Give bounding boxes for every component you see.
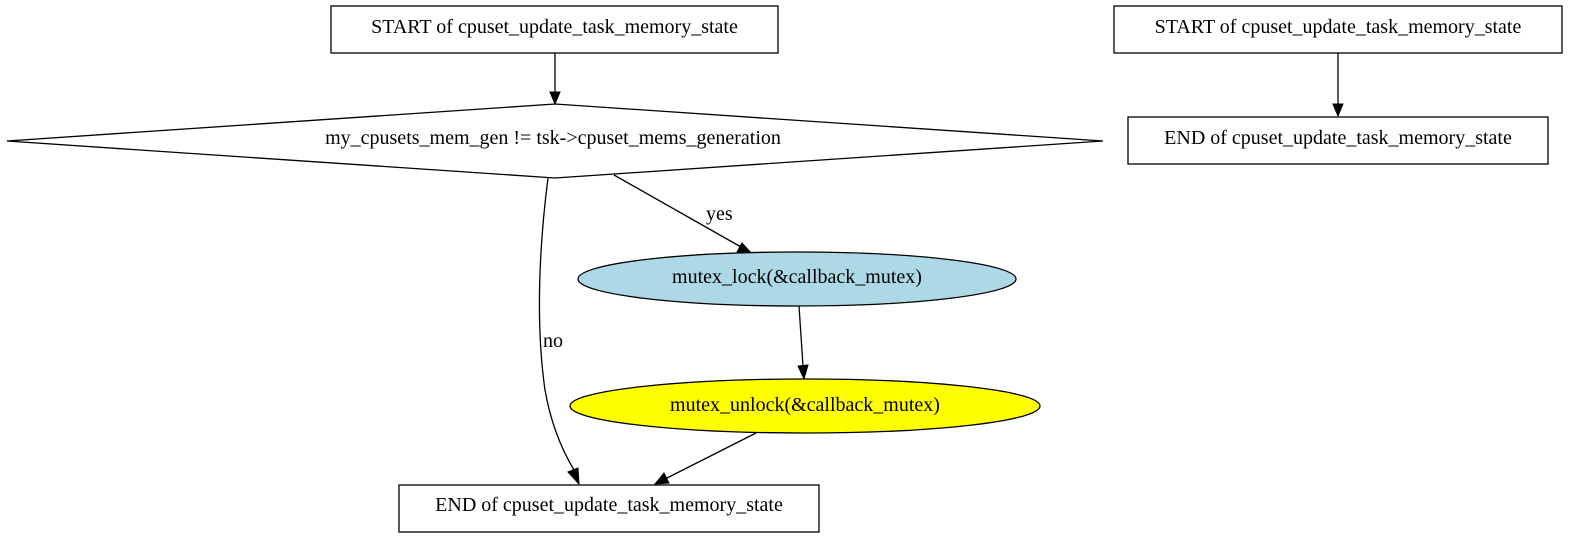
node-start-alt-label: START of cpuset_update_task_memory_state bbox=[1155, 16, 1522, 38]
node-end-main: END of cpuset_update_task_memory_state bbox=[398, 484, 820, 533]
edge-label-yes: yes bbox=[706, 203, 733, 225]
node-mutex-unlock: mutex_unlock(&callback_mutex) bbox=[569, 378, 1041, 434]
node-end-alt-label: END of cpuset_update_task_memory_state bbox=[1164, 127, 1512, 149]
node-start-alt: START of cpuset_update_task_memory_state bbox=[1113, 5, 1563, 54]
node-condition-label: my_cpusets_mem_gen != tsk->cpuset_mems_g… bbox=[325, 127, 781, 149]
edge-start-alt-to-end-alt bbox=[1332, 53, 1344, 118]
node-end-main-label: END of cpuset_update_task_memory_state bbox=[435, 494, 783, 516]
edge-label-no: no bbox=[543, 330, 563, 352]
node-start-main: START of cpuset_update_task_memory_state bbox=[330, 5, 779, 54]
node-mutex-unlock-label: mutex_unlock(&callback_mutex) bbox=[670, 394, 940, 416]
edge-unlock-to-end bbox=[653, 432, 757, 485]
edge-start-to-condition bbox=[549, 53, 561, 106]
node-mutex-lock: mutex_lock(&callback_mutex) bbox=[577, 251, 1017, 307]
edge-lock-to-unlock bbox=[797, 305, 809, 381]
edge-condition-to-end: no bbox=[538, 177, 580, 486]
node-mutex-lock-label: mutex_lock(&callback_mutex) bbox=[672, 266, 922, 288]
node-end-alt: END of cpuset_update_task_memory_state bbox=[1127, 116, 1549, 165]
edge-condition-to-lock: yes bbox=[613, 174, 755, 256]
node-start-main-label: START of cpuset_update_task_memory_state bbox=[371, 16, 738, 38]
node-condition: my_cpusets_mem_gen != tsk->cpuset_mems_g… bbox=[6, 103, 1104, 179]
